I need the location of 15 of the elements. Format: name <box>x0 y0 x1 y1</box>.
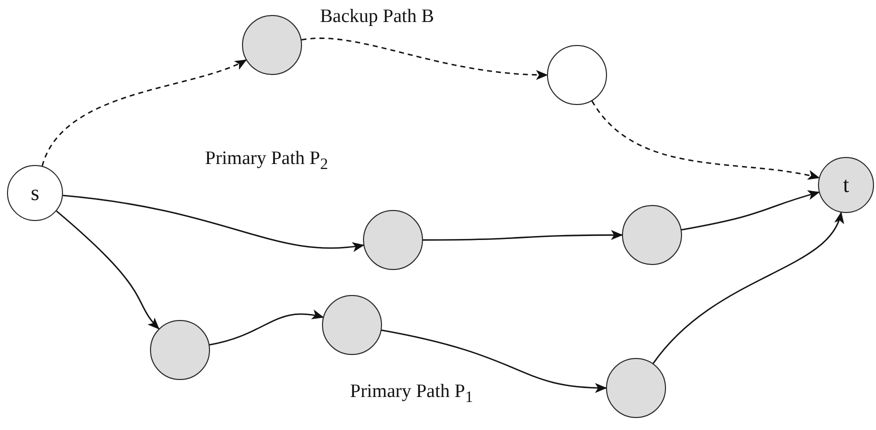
arrow <box>56 210 160 330</box>
node-label: t <box>842 174 850 196</box>
arrow <box>423 230 623 241</box>
path-label: Backup Path B <box>320 6 434 28</box>
path-label: Primary Path P$_{2}$ <box>205 148 328 174</box>
arrow <box>209 310 324 346</box>
arrow <box>301 38 548 80</box>
arrow <box>62 194 364 252</box>
arrow <box>42 59 247 166</box>
arrow <box>381 330 607 393</box>
arrow <box>652 212 842 364</box>
arrow <box>681 190 820 230</box>
arrow <box>591 100 820 180</box>
node-label: s <box>30 182 40 204</box>
path-label: Primary Path P$_{1}$ <box>350 381 473 407</box>
